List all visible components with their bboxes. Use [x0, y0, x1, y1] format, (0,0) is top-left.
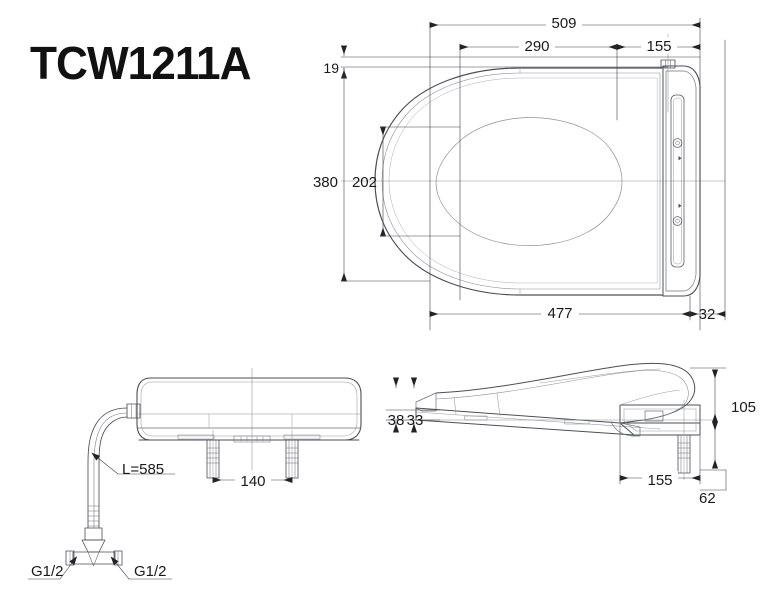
- dim-L585: L=585: [122, 461, 164, 478]
- side-view-geometry: [385, 362, 716, 481]
- dim-202: 202: [352, 174, 377, 191]
- dim-155-top: 155: [646, 38, 671, 55]
- top-view-dimensions: [340, 17, 726, 331]
- dim-38: 38: [388, 412, 405, 429]
- dim-G12-right: G1/2: [134, 563, 167, 580]
- front-view-geometry: [65, 367, 362, 567]
- dim-32: 32: [699, 306, 716, 323]
- dim-380: 380: [313, 174, 338, 191]
- dim-G12-left: G1/2: [31, 563, 64, 580]
- dim-140: 140: [240, 473, 265, 490]
- dim-290: 290: [524, 38, 549, 55]
- top-view-geometry: [340, 33, 726, 297]
- dim-155-side: 155: [647, 472, 672, 489]
- side-view-dimensions: [385, 367, 727, 491]
- dim-62: 62: [699, 490, 716, 507]
- page-title: TCW1211A: [30, 37, 252, 89]
- dim-509: 509: [551, 15, 576, 32]
- dim-33: 33: [407, 412, 424, 429]
- dim-19: 19: [323, 60, 339, 76]
- dim-477: 477: [547, 305, 572, 322]
- dim-105: 105: [731, 399, 756, 416]
- dimension-labels: 509 290 155 19 380 202 477 32 140 L=585 …: [31, 14, 756, 580]
